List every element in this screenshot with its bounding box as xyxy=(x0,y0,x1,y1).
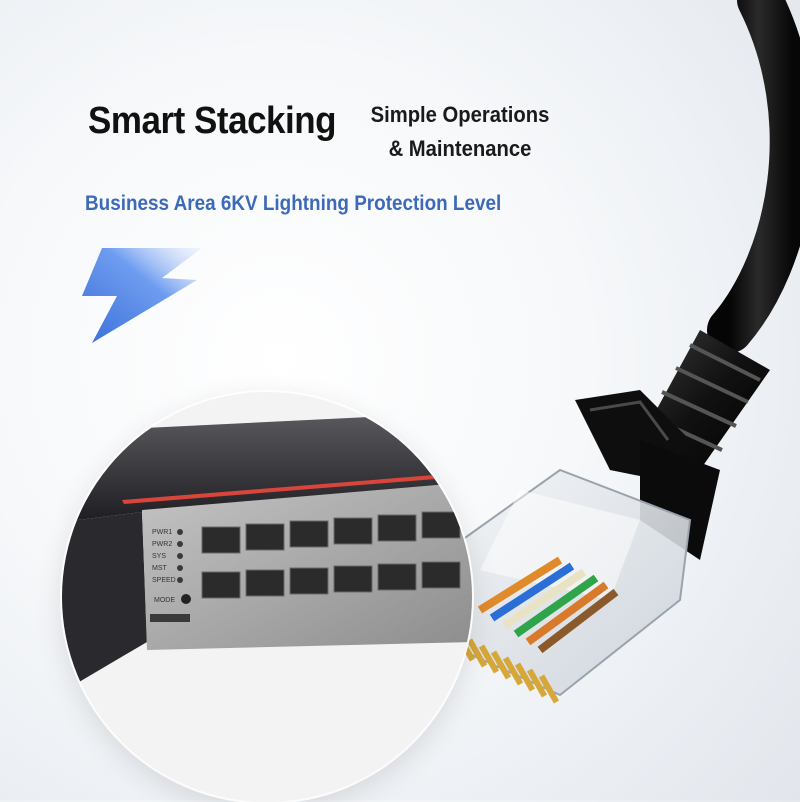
subhead: Simple Operations & Maintenance xyxy=(368,98,552,166)
switch-model-tag xyxy=(150,614,190,622)
mode-button xyxy=(181,594,191,604)
subhead-line-1: Simple Operations xyxy=(370,102,550,127)
switch-red-stripe xyxy=(122,472,472,504)
headline: Smart Stacking xyxy=(88,100,337,142)
subhead-line-2: & Maintenance xyxy=(388,136,532,161)
led-label-sys: SYS xyxy=(152,553,166,560)
led-label-pwr2: PWR2 xyxy=(152,541,172,548)
led-label-pwr1: PWR1 xyxy=(152,529,172,536)
led-label-speed: SPEED xyxy=(152,577,176,584)
lightning-bolt-icon xyxy=(82,248,202,343)
mode-label: MODE xyxy=(154,597,175,604)
led-label-mst: MST xyxy=(152,565,168,572)
switch-photo-circle: PWR1 PWR2 SYS MST SPEED MODE xyxy=(62,392,472,802)
tagline: Business Area 6KV Lightning Protection L… xyxy=(85,192,502,215)
network-switch-photo: PWR1 PWR2 SYS MST SPEED MODE xyxy=(62,412,472,692)
